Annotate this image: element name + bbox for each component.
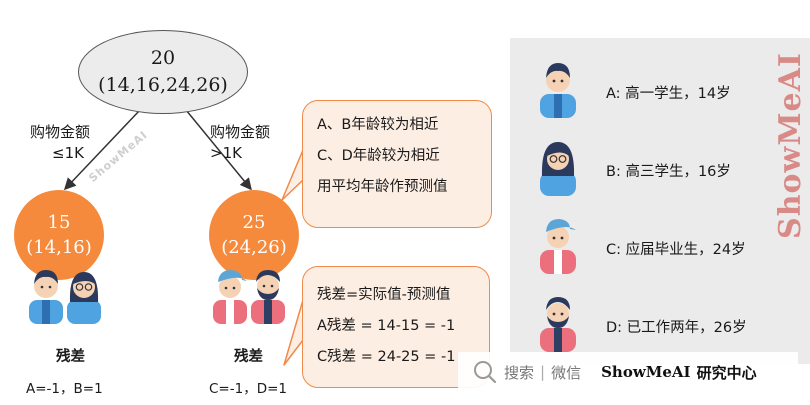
left-edge-condition: ≤1K xyxy=(52,144,84,162)
left-edge-line xyxy=(63,109,141,191)
brand-name: ShowMeAI xyxy=(601,363,691,381)
callout-bottom-line-1: 残差=实际值-预测值 xyxy=(317,287,451,303)
callout-top-line-1: A、B年龄较为相近 xyxy=(317,117,439,133)
callout-bottom-line-3: C残差 = 24-25 = -1 xyxy=(317,349,456,365)
girl-glasses-avatar-icon xyxy=(540,142,576,196)
brand-suffix: 研究中心 xyxy=(696,363,757,382)
legend-row-d: D: 已工作两年，26岁 xyxy=(510,290,800,360)
young-man-cap-avatar-icon xyxy=(540,219,576,274)
callout-top-line-2: C、D年龄较为相近 xyxy=(317,148,440,164)
left-leaf-value: 15 xyxy=(47,212,71,233)
right-edge-title: 购物金额 xyxy=(210,123,271,141)
legend-b-text: B: 高三学生，16岁 xyxy=(606,164,731,180)
right-leaf-ages: (24,26) xyxy=(221,237,287,258)
search-label: 搜索 xyxy=(504,363,535,382)
residual-left-values: A=-1，B=1 xyxy=(26,381,103,397)
wechat-search-bar[interactable]: 搜索 | 微信 ShowMeAI 研究中心 xyxy=(458,352,798,392)
bearded-man-avatar-icon xyxy=(540,297,576,352)
legend-c-text: C: 应届毕业生，24岁 xyxy=(606,242,746,258)
brand-vertical-text: ShowMeAI xyxy=(772,51,808,239)
legend-d-text: D: 已工作两年，26岁 xyxy=(606,320,747,336)
boy-student-avatar-icon xyxy=(540,63,576,118)
brand-vertical-logo: ShowMeAI xyxy=(770,30,810,260)
residual-right-label: 残差 xyxy=(234,349,263,365)
students-pair-icon xyxy=(29,270,101,324)
left-leaf-ages: (14,16) xyxy=(26,237,92,258)
legend-a-text: A: 高一学生，14岁 xyxy=(606,86,731,102)
wechat-label: 微信 xyxy=(551,363,582,382)
person-legend-panel: A: 高一学生，14岁 B: 高三学生，16岁 C: 应届毕业生，24岁 xyxy=(510,38,810,364)
root-ages: (14,16,24,26) xyxy=(98,74,228,96)
callout-top-pointer xyxy=(281,149,304,201)
right-edge-label: 购物金额 >1K xyxy=(210,122,270,164)
right-edge-line xyxy=(185,109,252,191)
root-node: 20 (14,16,24,26) xyxy=(78,30,248,114)
similar-age-callout: A、B年龄较为相近 C、D年龄较为相近 用平均年龄作预测值 xyxy=(302,100,492,228)
legend-row-c: C: 应届毕业生，24岁 xyxy=(510,212,800,282)
search-icon xyxy=(474,361,497,384)
root-value: 20 xyxy=(150,47,176,69)
legend-row-b: B: 高三学生，16岁 xyxy=(510,134,800,204)
separator: | xyxy=(540,363,546,381)
right-leaf-value: 25 xyxy=(242,212,266,233)
legend-row-a: A: 高一学生，14岁 xyxy=(510,56,800,126)
residual-left-label: 残差 xyxy=(56,349,85,365)
left-edge-title: 购物金额 xyxy=(30,123,91,141)
left-leaf-node: 15 (14,16) xyxy=(14,190,104,280)
graduates-pair-icon xyxy=(213,270,285,324)
residual-callout: 残差=实际值-预测值 A残差 = 14-15 = -1 C残差 = 24-25 … xyxy=(302,266,490,388)
callout-top-line-3: 用平均年龄作预测值 xyxy=(317,179,448,195)
left-edge-label: 购物金额 ≤1K xyxy=(30,122,90,164)
residual-right-values: C=-1，D=1 xyxy=(209,381,287,397)
right-leaf-node: 25 (24,26) xyxy=(209,190,299,280)
right-edge-condition: >1K xyxy=(210,144,242,162)
callout-bottom-line-2: A残差 = 14-15 = -1 xyxy=(317,318,456,334)
